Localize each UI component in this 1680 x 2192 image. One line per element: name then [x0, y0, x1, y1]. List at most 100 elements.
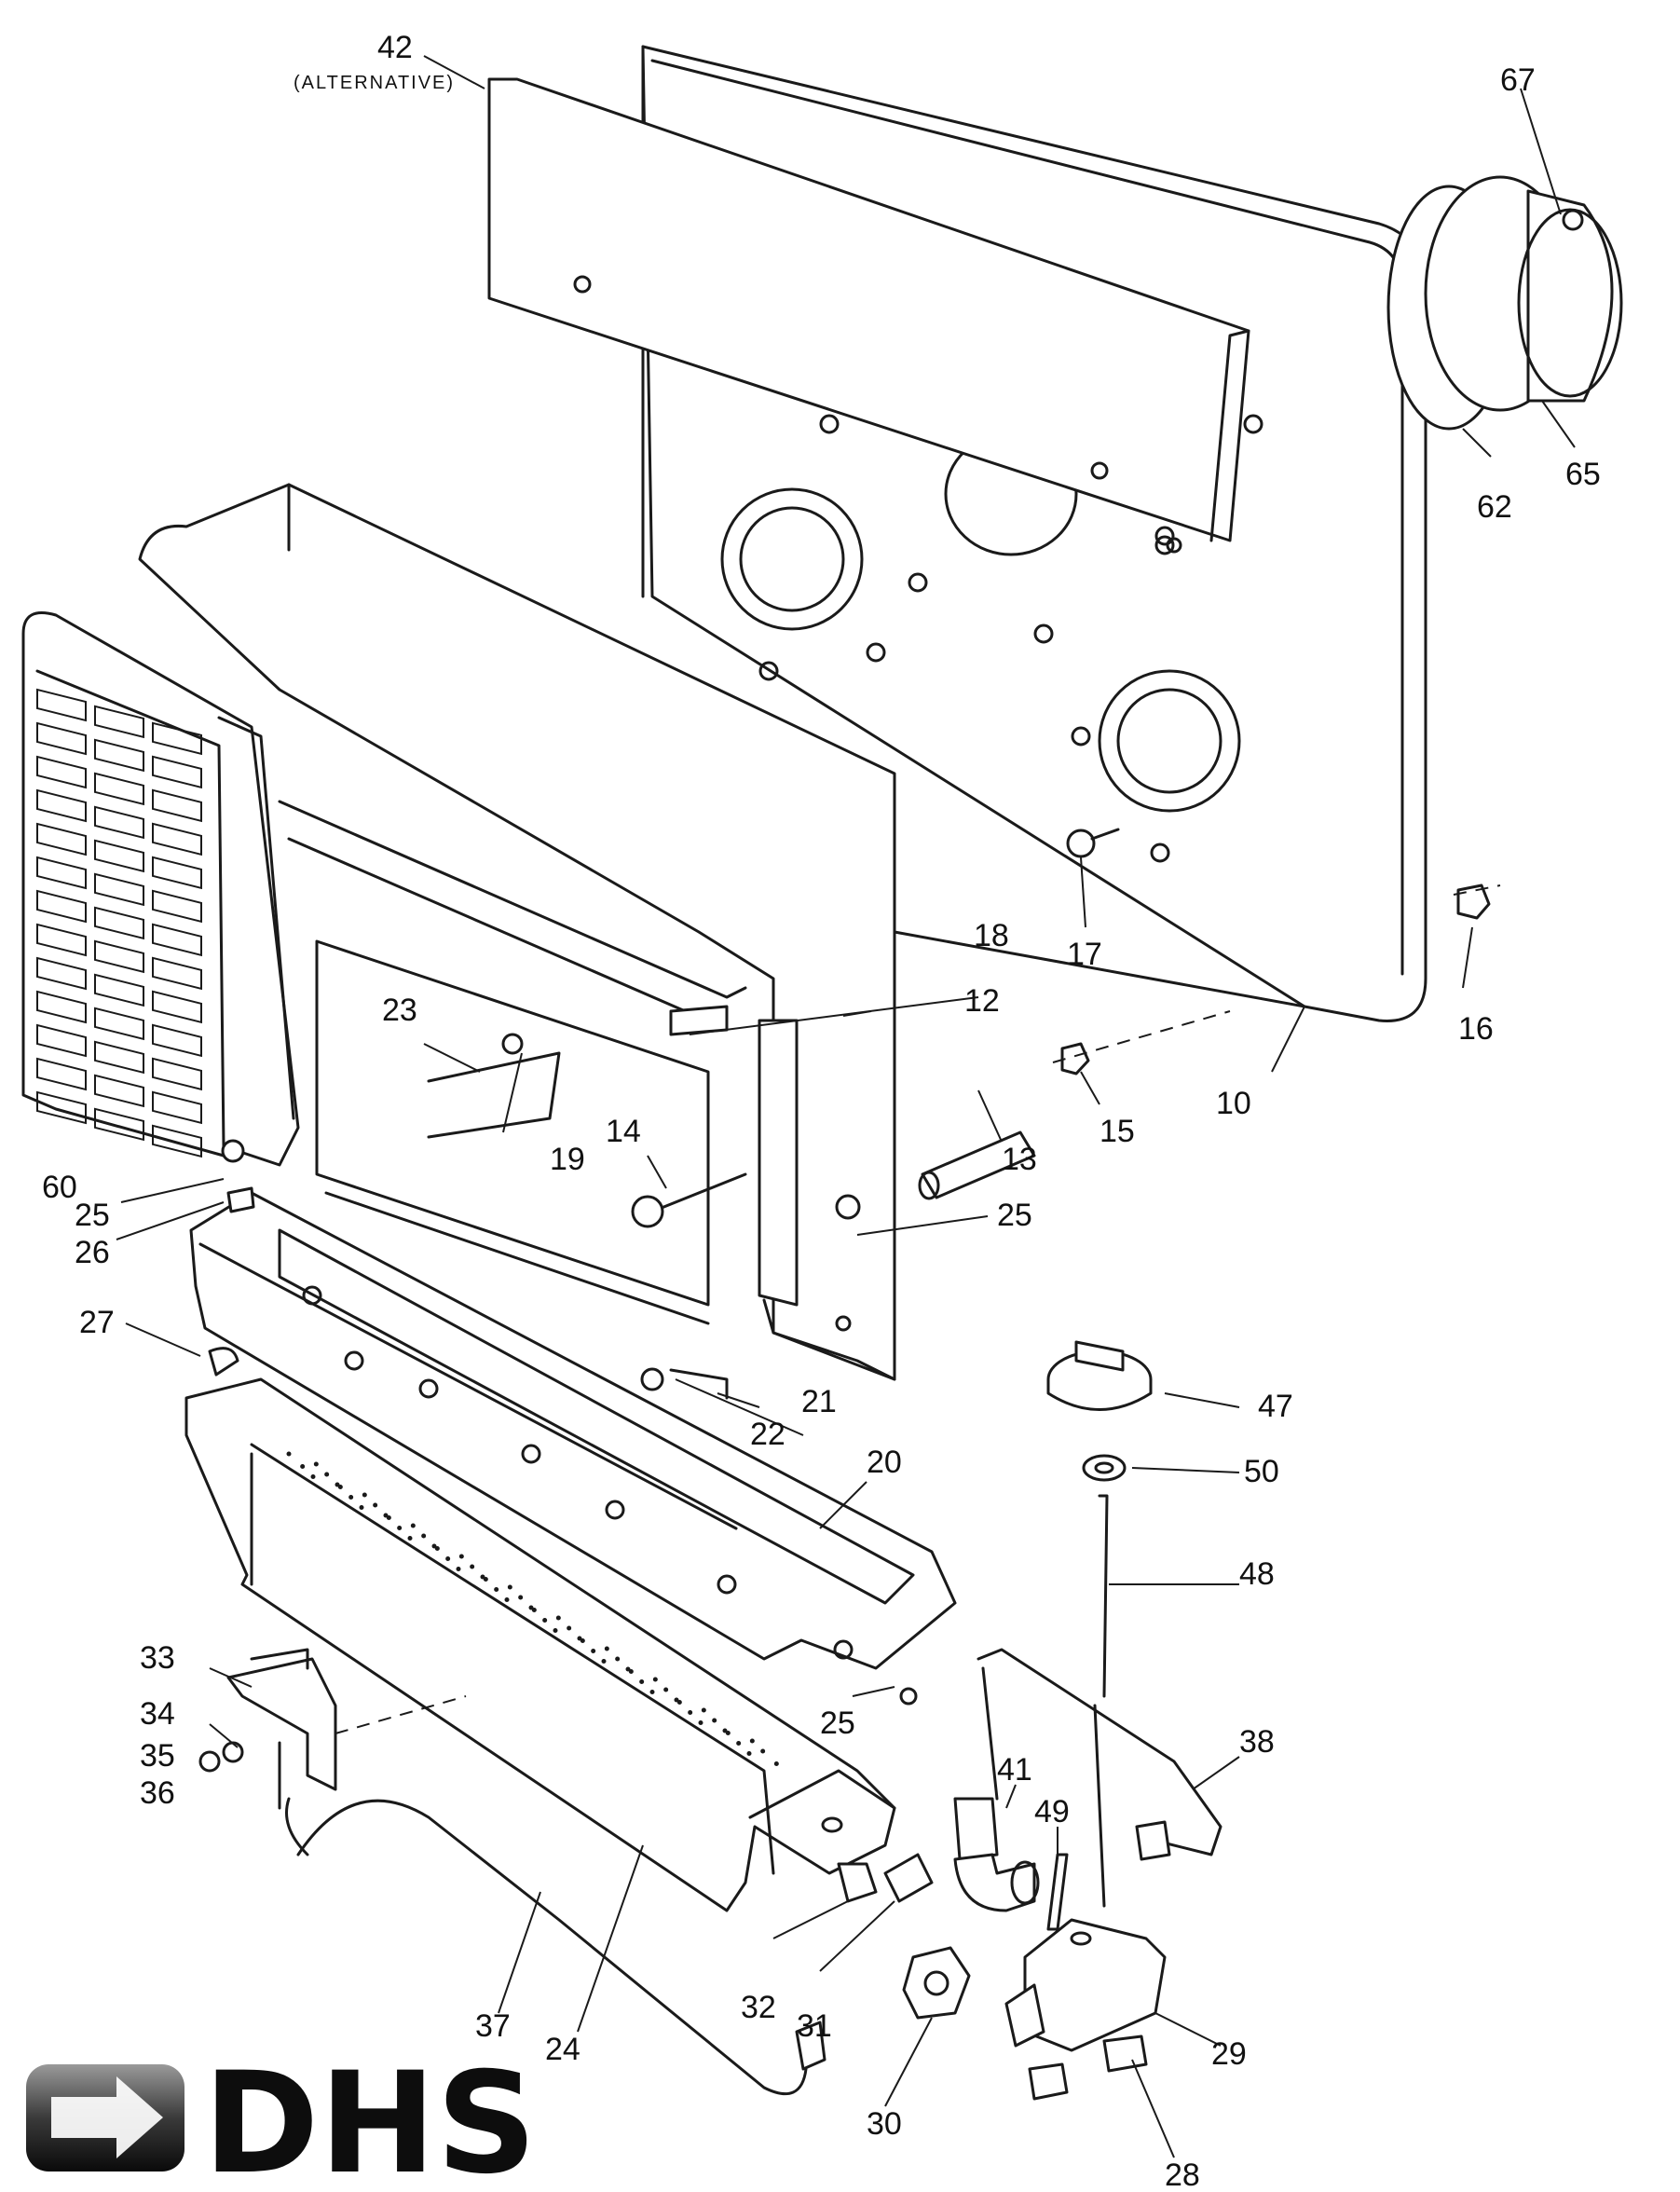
burner-ports	[286, 1451, 779, 1766]
louvre-slot	[36, 822, 87, 856]
louvre-slot	[36, 1023, 87, 1058]
burner-port	[601, 1659, 607, 1664]
burner-port	[518, 1595, 524, 1600]
callout-24: 24	[545, 2032, 580, 2067]
louvre-slot	[36, 956, 87, 991]
louvre-slot	[152, 856, 202, 890]
burner-port	[615, 1656, 621, 1662]
callout-10: 10	[1216, 1086, 1251, 1121]
callout-41: 41	[997, 1752, 1032, 1788]
burner-port	[313, 1461, 319, 1467]
hardware-parts	[208, 828, 1491, 1706]
burner-port	[431, 1543, 437, 1549]
callout-32: 32	[741, 1990, 776, 2025]
callout-31: 31	[797, 2008, 832, 2044]
flue-adapter	[1386, 175, 1623, 431]
callout-20: 20	[867, 1445, 902, 1480]
callout-14: 14	[606, 1114, 641, 1149]
burner-port	[577, 1636, 582, 1641]
burner-port	[410, 1523, 416, 1528]
louvre-slot	[152, 990, 202, 1024]
burner-port	[749, 1738, 755, 1744]
burner-port	[625, 1666, 631, 1672]
callout-48: 48	[1239, 1556, 1275, 1592]
burner-port	[639, 1679, 645, 1684]
callout-21: 21	[801, 1384, 837, 1419]
arrow-right-icon	[26, 2064, 184, 2171]
louvre-grille	[21, 611, 300, 1167]
burner	[184, 1377, 896, 1912]
callout-67: 67	[1500, 62, 1536, 98]
callout-38: 38	[1239, 1724, 1275, 1760]
burner-port	[324, 1472, 330, 1477]
callout-47: 47	[1258, 1389, 1293, 1424]
callout-alternative-note: (ALTERNATIVE)	[294, 73, 455, 93]
main-casing	[138, 483, 896, 1381]
pilot-assembly	[198, 1648, 337, 1856]
louvre-slot	[152, 923, 202, 957]
callout-30: 30	[867, 2106, 902, 2142]
control-knob-assembly	[1046, 1340, 1153, 1931]
burner-port	[504, 1597, 510, 1602]
callout-18: 18	[974, 918, 1009, 953]
burner-port	[591, 1649, 596, 1653]
burner-port	[383, 1513, 389, 1518]
burner-port	[494, 1587, 499, 1592]
logo-wordmark: DHS	[203, 2043, 537, 2192]
callout-13: 13	[1002, 1142, 1037, 1177]
burner-port	[604, 1646, 609, 1651]
callout-35: 35	[140, 1738, 175, 1774]
callout-28: 28	[1165, 2158, 1200, 2192]
burner-port	[528, 1605, 534, 1610]
burner-port	[663, 1687, 669, 1692]
burner-port	[507, 1584, 512, 1590]
louvre-slot	[94, 906, 144, 940]
louvre-slot	[152, 1090, 202, 1125]
callout-12: 12	[964, 983, 1000, 1019]
gas-valve	[1004, 1918, 1167, 2101]
louvre-slot	[36, 889, 87, 924]
burner-port	[553, 1628, 558, 1633]
burner-port	[470, 1564, 475, 1569]
callout-37: 37	[475, 2008, 511, 2044]
louvre-slot	[94, 839, 144, 873]
callout-16: 16	[1458, 1011, 1494, 1047]
louvre-slot	[94, 939, 144, 974]
burner-port	[746, 1751, 752, 1756]
burner-port	[698, 1720, 703, 1725]
louvre-slot	[36, 788, 87, 823]
louvre-slot	[94, 1007, 144, 1041]
dhs-logo: DHS	[26, 2043, 537, 2192]
burner-port	[362, 1492, 367, 1498]
callout-17: 17	[1067, 937, 1102, 972]
burner-port	[555, 1615, 561, 1621]
louvre-slot	[152, 755, 202, 789]
louvre-slot	[36, 990, 87, 1024]
leader-lines	[116, 55, 1576, 2158]
callout-labels: 42 (ALTERNATIVE) 67 62 65 16 10 17 18 12…	[42, 30, 1601, 2192]
burner-port	[407, 1536, 413, 1541]
louvre-slot	[36, 688, 87, 722]
callout-25-frame: 25	[820, 1706, 855, 1741]
louvre-slot	[36, 755, 87, 789]
callout-34: 34	[140, 1696, 175, 1732]
burner-port	[397, 1526, 403, 1530]
burner-port	[736, 1741, 742, 1746]
deflector-plate	[487, 77, 1250, 554]
louvre-slot	[94, 1074, 144, 1108]
burner-port	[567, 1625, 572, 1631]
burner-port	[348, 1495, 354, 1500]
nut	[902, 1946, 971, 2020]
callout-25-casing: 25	[997, 1198, 1032, 1233]
burner-port	[773, 1761, 779, 1766]
callout-36: 36	[140, 1775, 175, 1811]
burner-port	[335, 1482, 340, 1487]
burner-port	[445, 1556, 451, 1561]
burner-port	[760, 1748, 766, 1754]
louvre-slot	[36, 1057, 87, 1091]
callout-23: 23	[382, 993, 417, 1028]
louvre-slot	[36, 721, 87, 756]
callout-65: 65	[1565, 457, 1601, 492]
louvre-slot	[152, 889, 202, 924]
